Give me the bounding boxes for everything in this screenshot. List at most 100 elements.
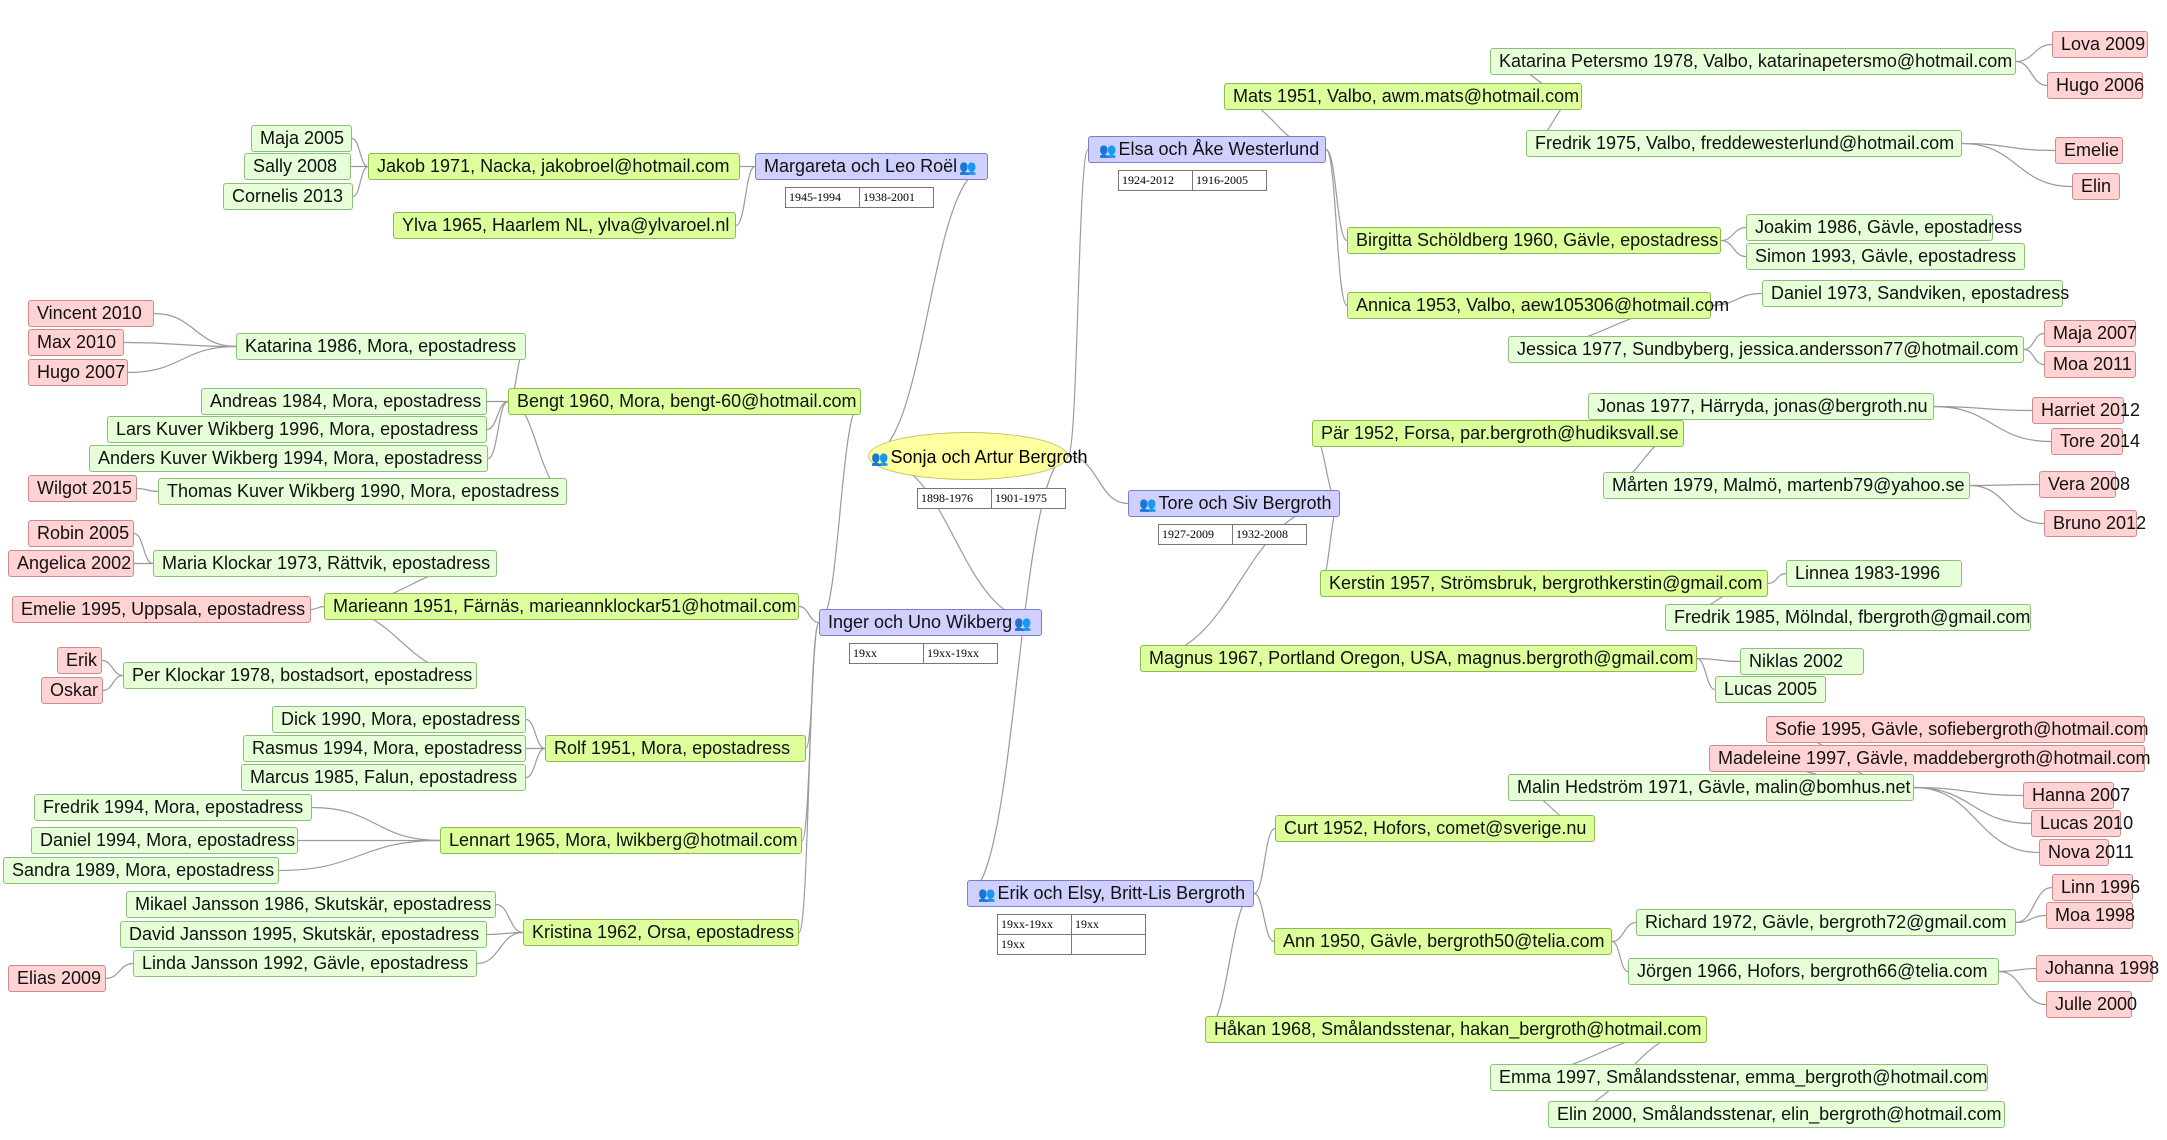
person-node-ann[interactable]: Ann 1950, Gävle, bergroth50@telia.com [1274,928,1612,955]
person-node-madeleine[interactable]: Madeleine 1997, Gävle, maddebergroth@hot… [1709,745,2151,772]
person-node-curt[interactable]: Curt 1952, Hofors, comet@sverige.nu [1275,815,1595,842]
person-node-maja2007[interactable]: Maja 2007 [2044,320,2137,347]
couple-node-elsa[interactable]: 👥Elsa och Åke Westerlund [1088,136,1326,163]
person-node-vera[interactable]: Vera 2008 [2039,471,2130,498]
person-node-cornelis[interactable]: Cornelis 2013 [223,183,353,210]
person-node-elin[interactable]: Elin [2072,173,2120,200]
person-node-wilgot[interactable]: Wilgot 2015 [28,475,137,502]
person-node-marieann[interactable]: Marieann 1951, Färnäs, marieannklockar51… [324,593,799,620]
couple-node-tore[interactable]: 👥Tore och Siv Bergroth [1128,490,1340,517]
person-node-julle[interactable]: Julle 2000 [2046,991,2137,1018]
person-node-linnea[interactable]: Linnea 1983-1996 [1786,560,1962,587]
person-node-kristina[interactable]: Kristina 1962, Orsa, epostadress [523,919,799,946]
link-katarina86-hugo2007 [127,345,237,374]
link-annica-daniel1973 [1710,292,1763,307]
person-node-maria[interactable]: Maria Klockar 1973, Rättvik, epostadress [153,550,497,577]
link-kerstin-linnea [1767,572,1787,585]
person-node-hugo2007[interactable]: Hugo 2007 [28,359,128,386]
person-node-maja2005[interactable]: Maja 2005 [251,125,352,152]
person-node-rasmus[interactable]: Rasmus 1994, Mora, epostadress [243,735,526,762]
person-node-sandra[interactable]: Sandra 1989, Mora, epostadress [3,857,279,884]
person-node-max[interactable]: Max 2010 [28,329,124,356]
link-ann-jorgen [1611,940,1629,973]
person-node-emelie1995[interactable]: Emelie 1995, Uppsala, epostadress [12,596,311,623]
person-node-lars[interactable]: Lars Kuver Wikberg 1996, Mora, epostadre… [107,416,487,443]
person-node-ylva[interactable]: Ylva 1965, Haarlem NL, ylva@ylvaroel.nl [393,212,736,239]
person-node-bruno[interactable]: Bruno 2012 [2044,510,2146,537]
person-node-par[interactable]: Pär 1952, Forsa, par.bergroth@hudiksvall… [1312,420,1684,447]
link-jessica-moa2011 [2023,348,2045,366]
person-node-sally[interactable]: Sally 2008 [244,153,351,180]
person-node-thomas[interactable]: Thomas Kuver Wikberg 1990, Mora, epostad… [158,478,567,505]
person-node-rolf[interactable]: Rolf 1951, Mora, epostadress [545,735,806,762]
link-jessica-maja2007 [2023,332,2045,351]
person-node-moa2011[interactable]: Moa 2011 [2044,351,2136,378]
link-richard-linn [2015,886,2053,924]
person-node-marcus[interactable]: Marcus 1985, Falun, epostadress [241,764,526,791]
person-node-katarina86[interactable]: Katarina 1986, Mora, epostadress [236,333,526,360]
person-node-lucas2010[interactable]: Lucas 2010 [2031,810,2133,837]
person-node-jorgen[interactable]: Jörgen 1966, Hofors, bergroth66@telia.co… [1628,958,1999,985]
person-node-robin[interactable]: Robin 2005 [28,520,134,547]
person-node-mikael[interactable]: Mikael Jansson 1986, Skutskär, epostadre… [126,891,496,918]
person-node-angelica[interactable]: Angelica 2002 [8,550,134,577]
person-node-fredrik1985[interactable]: Fredrik 1985, Mölndal, fbergroth@gmail.c… [1665,604,2031,631]
person-node-katarinap[interactable]: Katarina Petersmo 1978, Valbo, katarinap… [1490,48,2016,75]
person-node-nova[interactable]: Nova 2011 [2039,839,2134,866]
person-node-elias[interactable]: Elias 2009 [8,965,106,992]
couple-node-margareta[interactable]: Margareta och Leo Roël👥 [755,153,988,180]
person-node-daniel1973[interactable]: Daniel 1973, Sandviken, epostadress [1762,280,2069,307]
person-node-moa1998[interactable]: Moa 1998 [2046,902,2135,929]
person-node-andreas[interactable]: Andreas 1984, Mora, epostadress [201,388,487,415]
couple-label: Tore och Siv Bergroth [1158,493,1332,513]
person-node-fredrik1975[interactable]: Fredrik 1975, Valbo, freddewesterlund@ho… [1526,130,1962,157]
person-node-lennart[interactable]: Lennart 1965, Mora, lwikberg@hotmail.com [440,827,802,854]
person-node-jonas[interactable]: Jonas 1977, Härryda, jonas@bergroth.nu [1588,393,1934,420]
person-node-vincent[interactable]: Vincent 2010 [28,300,154,327]
person-node-linn[interactable]: Linn 1996 [2052,874,2140,901]
person-node-jakob[interactable]: Jakob 1971, Nacka, jakobroel@hotmail.com [368,153,740,180]
person-node-erikk[interactable]: Erik [57,647,102,674]
person-node-dick[interactable]: Dick 1990, Mora, epostadress [272,706,526,733]
person-node-hakan[interactable]: Håkan 1968, Smålandsstenar, hakan_bergro… [1205,1016,1707,1043]
person-node-richard[interactable]: Richard 1972, Gävle, bergroth72@gmail.co… [1636,909,2016,936]
person-node-malin[interactable]: Malin Hedström 1971, Gävle, malin@bomhus… [1508,774,1914,801]
couple-node-inger[interactable]: Inger och Uno Wikberg👥 [819,609,1042,636]
person-node-annica[interactable]: Annica 1953, Valbo, aew105306@hotmail.co… [1347,292,1729,319]
person-node-joakim[interactable]: Joakim 1986, Gävle, epostadress [1746,214,2022,241]
couple-node-erik[interactable]: 👥Erik och Elsy, Britt-Lis Bergroth [967,880,1254,907]
person-node-david[interactable]: David Jansson 1995, Skutskär, epostadres… [120,921,487,948]
person-node-niklas[interactable]: Niklas 2002 [1740,648,1864,675]
link-marten-vera [1969,483,2040,487]
person-node-mats[interactable]: Mats 1951, Valbo, awm.mats@hotmail.com [1224,83,1582,110]
person-node-bengt[interactable]: Bengt 1960, Mora, bengt-60@hotmail.com [508,388,861,415]
link-fredrik1975-elin [1961,142,2073,188]
link-jonas-harriet [1933,405,2033,412]
person-node-anders[interactable]: Anders Kuver Wikberg 1994, Mora, epostad… [89,445,488,472]
person-node-magnus[interactable]: Magnus 1967, Portland Oregon, USA, magnu… [1140,645,1697,672]
person-node-birgitta[interactable]: Birgitta Schöldberg 1960, Gävle, epostad… [1347,227,1721,254]
person-node-hanna[interactable]: Hanna 2007 [2023,782,2130,809]
person-node-marten[interactable]: Mårten 1979, Malmö, martenb79@yahoo.se [1603,472,1970,499]
person-node-emelie[interactable]: Emelie [2055,137,2123,164]
person-node-tore2014[interactable]: Tore 2014 [2051,428,2140,455]
person-node-sofie[interactable]: Sofie 1995, Gävle, sofiebergroth@hotmail… [1766,716,2148,743]
couple-label: Erik och Elsy, Britt-Lis Bergroth [997,883,1246,903]
person-node-emma[interactable]: Emma 1997, Smålandsstenar, emma_bergroth… [1490,1064,1988,1091]
root-couple-node[interactable]: 👥Sonja och Artur Bergroth [868,432,1088,480]
person-node-harriet[interactable]: Harriet 2012 [2032,397,2140,424]
person-node-per[interactable]: Per Klockar 1978, bostadsort, epostadres… [123,662,477,689]
person-node-fredrik1994[interactable]: Fredrik 1994, Mora, epostadress [34,794,312,821]
person-node-kerstin[interactable]: Kerstin 1957, Strömsbruk, bergrothkersti… [1320,570,1768,597]
person-node-simon[interactable]: Simon 1993, Gävle, epostadress [1746,243,2025,270]
person-node-oskar[interactable]: Oskar [41,677,103,704]
person-node-lova[interactable]: Lova 2009 [2052,31,2148,58]
person-node-jessica[interactable]: Jessica 1977, Sundbyberg, jessica.anders… [1508,336,2024,363]
link-thomas-wilgot [136,487,159,493]
person-node-elin2000[interactable]: Elin 2000, Smålandsstenar, elin_bergroth… [1548,1101,2005,1128]
person-node-daniel1994[interactable]: Daniel 1994, Mora, epostadress [31,827,298,854]
person-node-johanna[interactable]: Johanna 1998 [2036,955,2159,982]
person-node-lucas2005[interactable]: Lucas 2005 [1715,676,1826,703]
person-node-hugo2006[interactable]: Hugo 2006 [2047,72,2144,99]
person-node-linda[interactable]: Linda Jansson 1992, Gävle, epostadress [133,950,477,977]
